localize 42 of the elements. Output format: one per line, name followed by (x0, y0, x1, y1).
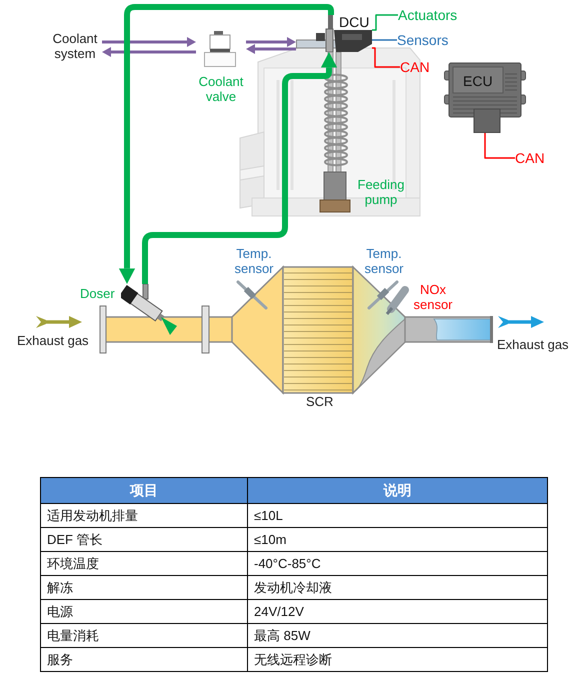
text-label: Coolant system (48, 31, 102, 61)
callout-label: Sensors (397, 33, 448, 48)
arrow (102, 48, 196, 56)
table-cell: 电量消耗 (40, 624, 248, 648)
table-cell: DEF 管长 (40, 528, 248, 552)
flow-label: Exhaust gas (17, 333, 89, 348)
leader-line (372, 39, 397, 41)
table-header-cell: 项目 (40, 478, 248, 504)
part-label: Feeding pump (356, 177, 406, 207)
table-cell: 最高 85W (248, 624, 548, 648)
node-label: Coolant valve (198, 74, 244, 104)
leader-line (372, 47, 400, 68)
arrow (246, 44, 296, 54)
node-label: DCU (339, 15, 370, 30)
arrow (246, 38, 296, 46)
arrow (119, 4, 334, 284)
node-label: ECU (463, 74, 493, 89)
table-cell: 无线远程诊断 (248, 648, 548, 672)
flow-label: Exhaust gas (497, 337, 569, 352)
node-label: Doser (80, 286, 115, 301)
callout-label: Actuators (398, 8, 458, 23)
table-cell: 环境温度 (40, 552, 248, 576)
leader-line (372, 14, 398, 31)
table-cell: 适用发动机排量 (40, 504, 248, 528)
table-cell: -40°C-85°C (248, 552, 548, 576)
callout-label: CAN (400, 60, 430, 75)
table-cell: ≤10m (248, 528, 548, 552)
table-cell: 服务 (40, 648, 248, 672)
part-label: Temp. sensor (233, 246, 275, 276)
table-cell: 解冻 (40, 576, 248, 600)
table-header-cell: 说明 (248, 478, 548, 504)
table-cell: ≤10L (248, 504, 548, 528)
leader-line (484, 133, 515, 159)
callout-label: CAN (515, 151, 545, 166)
arrow (142, 52, 337, 284)
part-label: SCR (306, 394, 334, 409)
table-cell: 24V/12V (248, 600, 548, 624)
table-cell: 电源 (40, 600, 248, 624)
part-label: NOx sensor (412, 282, 454, 312)
part-label: Temp. sensor (363, 246, 405, 276)
arrow (102, 38, 196, 46)
table-cell: 发动机冷却液 (248, 576, 548, 600)
